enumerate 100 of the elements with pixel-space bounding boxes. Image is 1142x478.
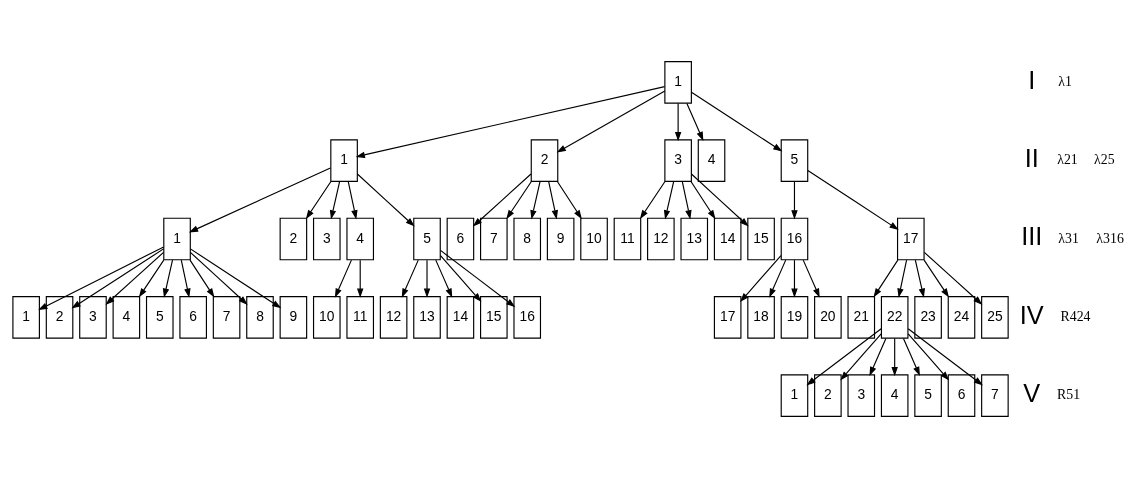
node-box: 18: [747, 296, 775, 339]
node-box: 8: [246, 296, 274, 339]
arrow: [556, 90, 666, 153]
arrow: [873, 259, 899, 298]
node-box: 21: [847, 296, 876, 339]
node-box: 6: [947, 374, 976, 417]
node-box: 19: [780, 296, 809, 339]
node-box: 10: [312, 296, 341, 339]
node-box: 6: [179, 296, 207, 339]
arrow: [690, 173, 749, 227]
arrow: [530, 181, 541, 220]
arrow: [334, 259, 352, 298]
arrow: [188, 167, 331, 233]
node-box: 3: [79, 296, 107, 339]
node-box: 16: [513, 296, 542, 339]
node-box: 13: [680, 217, 709, 261]
arrow: [162, 259, 174, 298]
arrow: [869, 337, 887, 376]
arrow: [356, 173, 415, 227]
label: III: [1021, 222, 1043, 251]
node-box: 24: [947, 296, 976, 339]
arrow: [347, 181, 358, 220]
node-box: 20: [814, 296, 842, 339]
arrow: [506, 181, 532, 220]
arrow: [902, 337, 920, 376]
node-box: 3: [312, 217, 341, 261]
node-box: 1: [330, 139, 358, 182]
arrow: [439, 254, 482, 303]
arrow: [180, 259, 191, 298]
node-box: 17: [897, 217, 925, 261]
label: IV: [1019, 300, 1044, 329]
label: II: [1024, 144, 1039, 173]
arrow: [548, 181, 558, 220]
node-box: 12: [379, 296, 408, 339]
arrow: [305, 181, 332, 220]
arrow: [690, 91, 783, 152]
arrow: [907, 328, 983, 386]
arrow: [791, 181, 798, 220]
arrow: [423, 259, 431, 298]
node-box: 23: [914, 296, 942, 339]
node-box: 22: [880, 296, 909, 339]
arrow: [686, 102, 704, 141]
node-box: 11: [346, 296, 375, 339]
node-box: 17: [713, 296, 742, 339]
arrow: [663, 181, 675, 220]
arrow: [923, 251, 983, 305]
node-box: 5: [413, 217, 441, 261]
node-box: 5: [780, 139, 809, 182]
node-box: 10: [580, 217, 608, 261]
node-box: 1: [780, 374, 809, 417]
node-box: 1: [664, 61, 692, 104]
label: V: [1023, 379, 1041, 408]
arrow: [138, 259, 165, 298]
node-box: 5: [145, 296, 174, 339]
arrow: [439, 249, 516, 308]
arrow: [806, 328, 882, 386]
arrow: [791, 259, 798, 298]
node-box: 8: [513, 217, 542, 261]
arrow: [639, 181, 666, 220]
label: λ316: [1096, 230, 1124, 246]
label: R424: [1060, 308, 1091, 324]
node-box: 7: [212, 296, 241, 339]
label: λ21: [1057, 152, 1078, 168]
node-box: 2: [45, 296, 74, 339]
arrow: [923, 259, 950, 298]
node-box: 5: [914, 374, 942, 417]
node-box: 2: [530, 139, 559, 182]
node-box: 9: [546, 217, 575, 261]
arrow: [907, 333, 950, 381]
arrow: [189, 248, 282, 309]
arrow: [435, 259, 453, 298]
arrow: [914, 259, 925, 298]
arrow: [38, 246, 165, 311]
arrow: [356, 259, 364, 298]
arrow: [329, 181, 341, 220]
arrow: [674, 102, 682, 142]
arrow: [189, 259, 215, 298]
node-box: 2: [814, 374, 842, 417]
node-box: 11: [613, 217, 642, 261]
node-box: 7: [981, 374, 1009, 417]
arrow: [769, 259, 787, 298]
label: λ25: [1094, 152, 1115, 168]
arrow: [802, 259, 820, 298]
node-box: 16: [780, 217, 809, 261]
node-box: 9: [279, 296, 308, 339]
node-box: 4: [880, 374, 909, 417]
arrow: [690, 181, 716, 220]
arrow: [897, 259, 908, 298]
arrow: [891, 337, 898, 377]
node-box: 4: [112, 296, 141, 339]
arrow: [840, 333, 882, 381]
arrow: [401, 259, 419, 298]
label: λ31: [1058, 230, 1079, 246]
node-box: 1: [12, 296, 40, 339]
node-box: 4: [697, 139, 726, 182]
node-box: 3: [847, 374, 876, 417]
node-box: 3: [664, 139, 692, 182]
label: R51: [1057, 387, 1081, 403]
node-box: 1: [163, 217, 191, 261]
node-box: 6: [446, 217, 475, 261]
